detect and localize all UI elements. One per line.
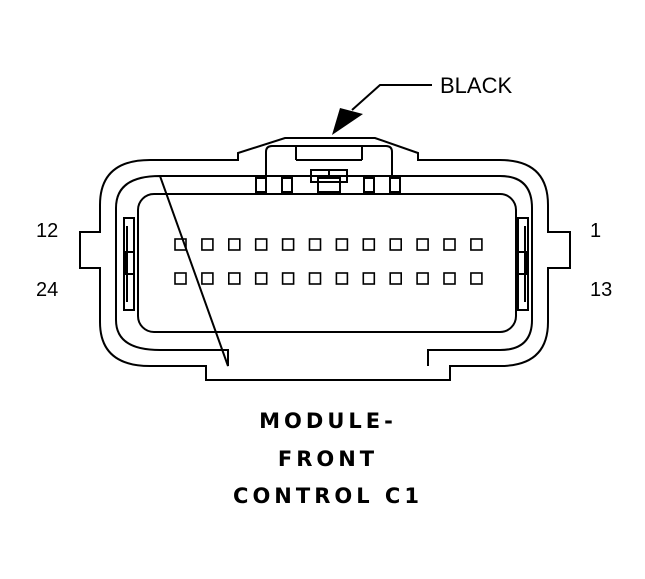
pin-cavity xyxy=(201,238,214,251)
connector-inner-shell xyxy=(115,174,533,367)
connector-title-line-3: CONTROL C1 xyxy=(233,484,423,508)
pin-cavity xyxy=(335,272,349,285)
pin-cavity xyxy=(416,238,429,251)
callout-arrowhead xyxy=(332,108,363,135)
pin-cavity xyxy=(470,238,483,251)
pin-cavity xyxy=(228,238,241,251)
pin-cavity xyxy=(201,272,214,285)
callout-pointer xyxy=(351,84,432,111)
pin-cavity xyxy=(362,238,376,251)
pin-cavity xyxy=(174,238,187,251)
color-label: BLACK xyxy=(440,73,512,98)
pin-cavity xyxy=(416,272,429,285)
pin-cavity xyxy=(335,238,349,251)
pin-cavity xyxy=(308,272,322,285)
pin-cavity xyxy=(308,238,322,251)
connector-title-line-1: MODULE- xyxy=(259,409,397,433)
right-side-tab xyxy=(517,217,529,311)
pin-cavity xyxy=(389,272,403,285)
pin-grid xyxy=(174,238,483,285)
pin-label-12: 12 xyxy=(36,220,58,242)
pin-label-13: 13 xyxy=(590,279,612,301)
pin-cavity xyxy=(389,238,403,251)
left-side-tab xyxy=(123,217,135,311)
pin-cavity xyxy=(228,272,241,285)
locking-latch xyxy=(255,145,401,193)
pin-label-1: 1 xyxy=(590,220,601,242)
pin-cavity xyxy=(443,238,456,251)
callout-leader-line xyxy=(351,84,432,111)
pin-cavity xyxy=(174,272,187,285)
pin-cavity-face xyxy=(137,193,517,333)
pin-cavity xyxy=(281,238,295,251)
connector-title-line-2: FRONT xyxy=(278,447,378,471)
pin-cavity xyxy=(254,272,268,285)
pin-cavity xyxy=(362,272,376,285)
pin-cavity xyxy=(281,272,295,285)
pin-cavity xyxy=(443,272,456,285)
connector-outer-shell xyxy=(79,137,571,381)
pin-cavity xyxy=(470,272,483,285)
pin-cavity xyxy=(254,238,268,251)
pin-label-24: 24 xyxy=(36,279,58,301)
